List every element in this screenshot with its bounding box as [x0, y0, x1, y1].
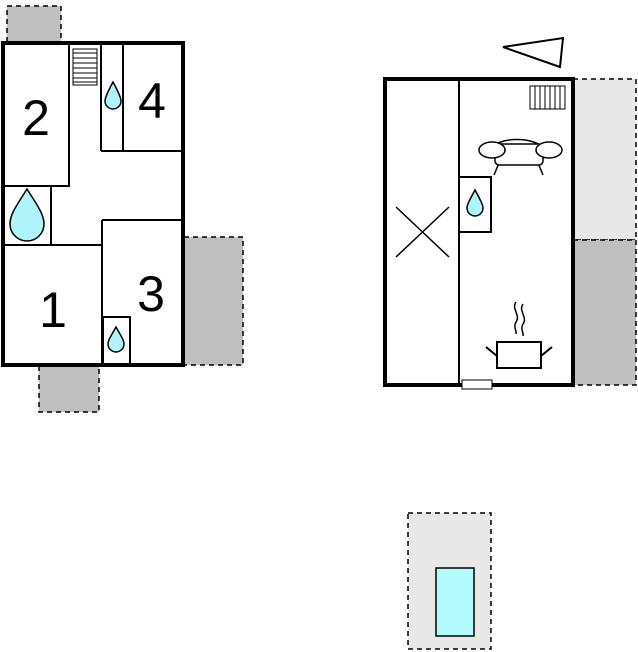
water-drop-icon [9, 187, 45, 242]
terrace-right-dark [572, 239, 637, 386]
pool [435, 567, 475, 637]
room-number-4: 4 [138, 73, 166, 129]
terrace-right-light [572, 78, 637, 241]
water-drop-icon [104, 80, 122, 110]
terrace-right [183, 236, 244, 366]
cross-mark-icon [395, 206, 450, 258]
stairs-icon [72, 48, 98, 86]
terrace-bottom [38, 365, 100, 413]
building-left-interior-walls [2, 42, 183, 365]
sofa-icon [478, 138, 563, 176]
water-drop-icon [107, 325, 125, 353]
water-drop-icon [466, 188, 484, 217]
room-number-3: 3 [137, 266, 165, 322]
heater-icon [529, 85, 566, 110]
terrace-top-left [6, 5, 62, 43]
door-mark-icon [461, 379, 493, 390]
north-arrow-icon [502, 36, 565, 69]
room-number-1: 1 [39, 282, 67, 338]
building-right-interior-walls [458, 79, 492, 385]
cooking-pot-icon [485, 301, 553, 369]
room-number-2: 2 [22, 90, 50, 146]
